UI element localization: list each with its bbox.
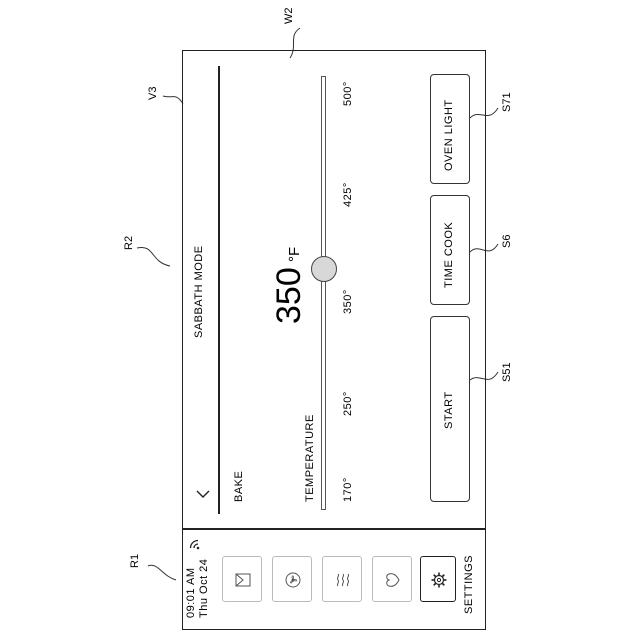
nav-button-steam[interactable] xyxy=(322,556,362,602)
temperature-label: TEMPERATURE xyxy=(305,414,316,502)
ref-label-s71: S71 xyxy=(502,92,513,112)
tick-label: 350° xyxy=(343,289,354,314)
start-button[interactable]: START xyxy=(430,316,470,502)
temperature-value: 350 xyxy=(272,267,306,324)
nav-button-settings[interactable] xyxy=(420,556,456,602)
ref-label-v3: V3 xyxy=(148,87,159,100)
temperature-slider-track[interactable] xyxy=(321,76,326,510)
nav-divider xyxy=(182,528,486,530)
back-chevron-icon[interactable] xyxy=(195,486,211,502)
nav-button-oven[interactable] xyxy=(222,556,262,602)
start-button-label: START xyxy=(444,391,455,429)
ref-label-w2: W2 xyxy=(284,8,295,25)
gear-icon xyxy=(430,571,448,589)
leader-v3 xyxy=(163,96,183,104)
oven-light-button[interactable]: OVEN LIGHT xyxy=(430,74,470,184)
tick-label: 250° xyxy=(343,391,354,416)
tick-label: 425° xyxy=(343,182,354,207)
leader-r2 xyxy=(137,247,170,266)
status-date: Thu Oct 24 xyxy=(199,559,210,618)
settings-label: SETTINGS xyxy=(464,555,475,614)
oven-light-button-label: OVEN LIGHT xyxy=(444,99,455,171)
nav-button-favorites[interactable] xyxy=(372,556,412,602)
leader-r1 xyxy=(148,565,176,580)
tick-label: 170° xyxy=(343,477,354,502)
ref-label-r2: R2 xyxy=(124,236,135,250)
oven-icon xyxy=(234,571,252,589)
heart-icon xyxy=(384,571,402,589)
header-divider xyxy=(218,66,220,514)
mode-label: BAKE xyxy=(234,471,245,502)
temperature-slider-knob[interactable] xyxy=(311,256,337,282)
time-cook-button[interactable]: TIME COOK xyxy=(430,195,470,305)
time-cook-button-label: TIME COOK xyxy=(444,222,455,288)
steam-icon xyxy=(334,571,352,589)
nav-button-fan[interactable] xyxy=(272,556,312,602)
temperature-unit: °F xyxy=(287,247,302,262)
ref-label-s51: S51 xyxy=(502,362,513,382)
wifi-icon xyxy=(188,536,200,550)
ref-label-r1: R1 xyxy=(130,554,141,568)
ref-label-s6: S6 xyxy=(502,235,513,248)
status-time: 09:01 AM xyxy=(186,568,197,618)
header-title: SABBATH MODE xyxy=(194,245,205,338)
tick-label: 500° xyxy=(343,81,354,106)
fan-icon xyxy=(284,571,302,589)
